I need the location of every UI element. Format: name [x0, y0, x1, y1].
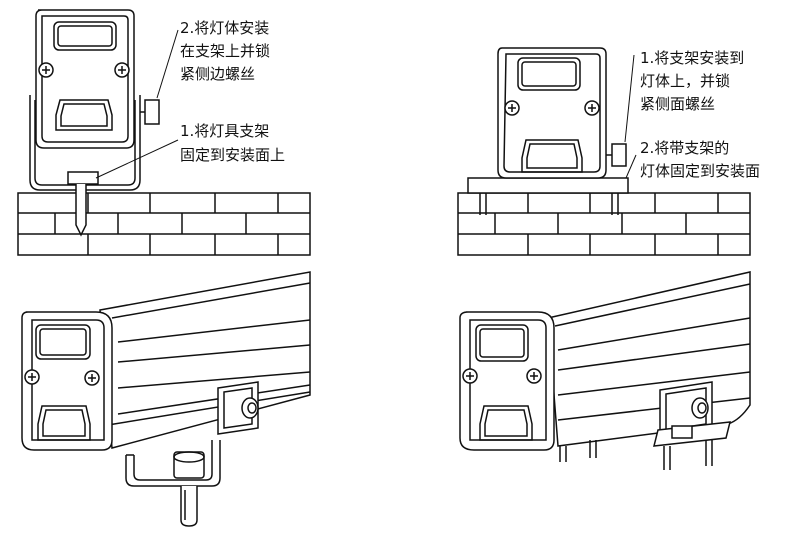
step2-line-3: 紧侧边螺丝	[180, 65, 255, 83]
screw-head-icon	[526, 368, 542, 384]
lamp-extrusion	[547, 271, 751, 447]
lamp-body	[35, 9, 135, 149]
brick-wall-icon	[17, 192, 311, 256]
mounting-bracket-icon	[653, 421, 731, 470]
step2-line-1: 2.将带支架的	[640, 139, 729, 157]
screw-head-icon	[24, 369, 40, 385]
screw-head-icon	[114, 62, 130, 78]
step2-line-1: 2.将灯体安装	[180, 19, 269, 37]
label-top-left-step1: 1.将灯具支架 固定到安装面上	[180, 122, 285, 164]
step1-line-1: 1.将灯具支架	[180, 122, 269, 140]
step1-line-2: 固定到安装面上	[180, 146, 285, 164]
mounting-bracket-icon	[125, 440, 221, 487]
screw-head-icon	[584, 100, 600, 116]
screw-head-icon	[462, 368, 478, 384]
step1-line-2: 灯体上，并锁	[640, 72, 730, 90]
screw-head-icon	[504, 100, 520, 116]
panel-bottom-right	[459, 271, 751, 470]
label-top-right-step1: 1.将支架安装到 灯体上，并锁 紧侧面螺丝	[640, 49, 744, 113]
panel-bottom-left	[21, 271, 311, 527]
step1-line-1: 1.将支架安装到	[640, 49, 744, 67]
panel-top-right	[457, 47, 751, 256]
brick-wall-icon	[457, 192, 751, 256]
step2-line-2: 灯体固定到安装面	[640, 162, 760, 180]
label-top-left-step2: 2.将灯体安装 在支架上并锁 紧侧边螺丝	[180, 19, 270, 83]
step2-line-2: 在支架上并锁	[180, 42, 270, 60]
screw-head-icon	[38, 62, 54, 78]
panel-top-left	[17, 9, 311, 256]
mounting-bracket-icon	[467, 177, 629, 194]
bolt-icon	[67, 171, 99, 237]
label-top-right-step2: 2.将带支架的 灯体固定到安装面	[640, 139, 760, 180]
screw-head-icon	[84, 370, 100, 386]
bolt-icon	[180, 486, 198, 527]
step1-line-3: 紧侧面螺丝	[640, 95, 715, 113]
